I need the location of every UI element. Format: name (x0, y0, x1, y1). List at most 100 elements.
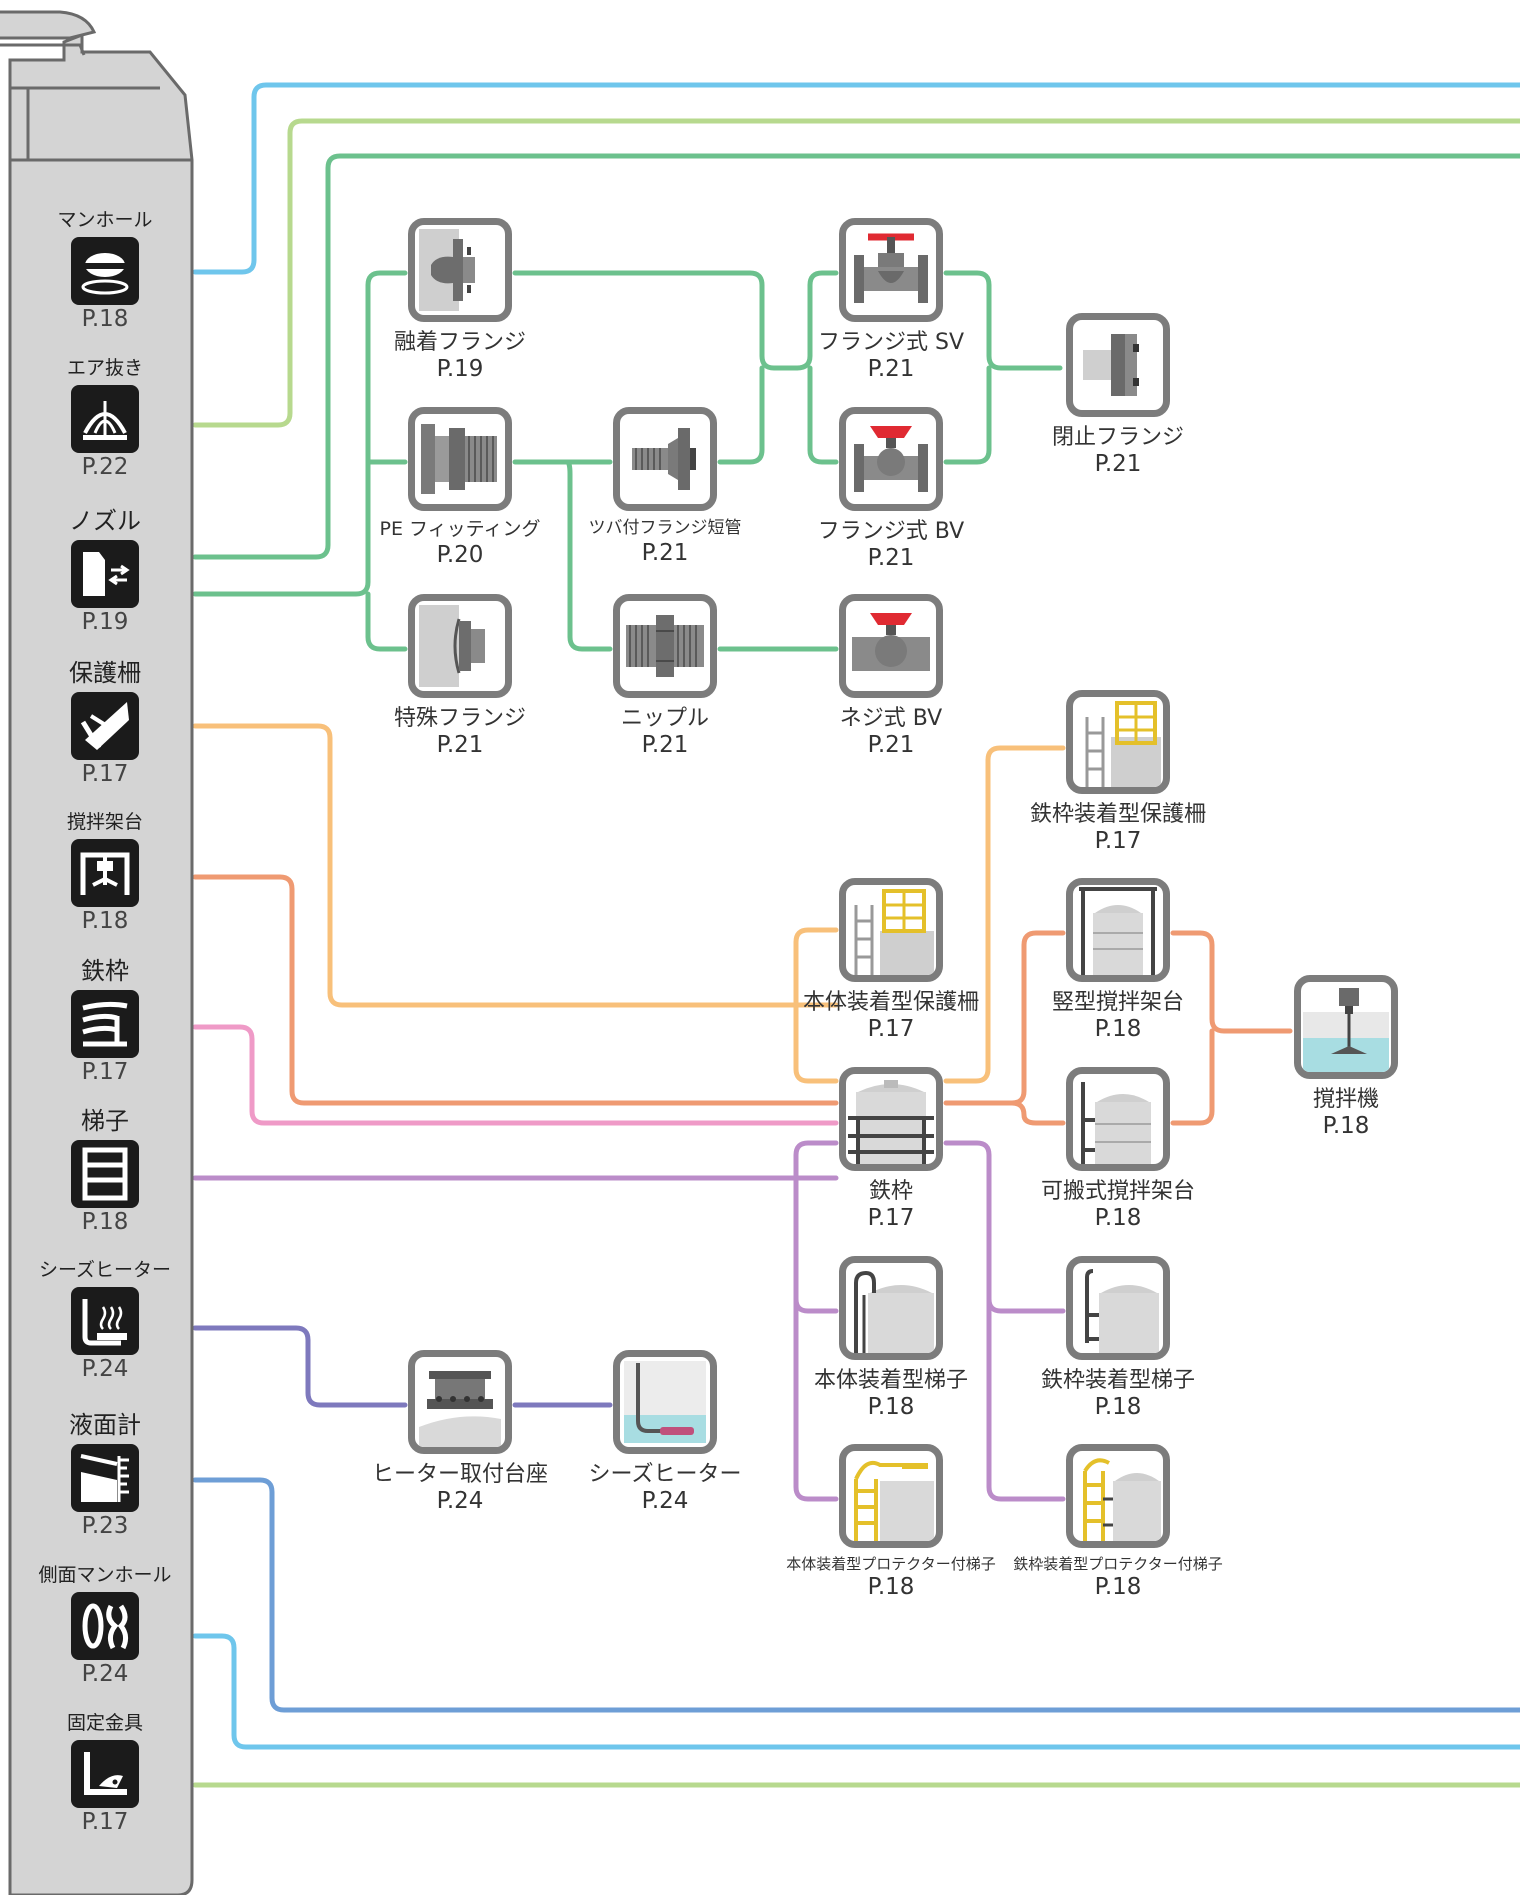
node-label: 閉止フランジ (1051, 425, 1184, 450)
category-page: P.17 (81, 761, 129, 788)
category-mixer-stand[interactable]: 撹拌架台 P.18 (30, 812, 180, 934)
bv-blind-line (943, 365, 992, 465)
nozzle-icon (71, 540, 139, 609)
frame-guard-thumbnail (1066, 690, 1170, 794)
pe-fitting-thumbnail (408, 407, 512, 511)
screw-bv-thumbnail (839, 594, 943, 698)
frame-ladder-thumbnail (1066, 1256, 1170, 1360)
node-page: P.21 (867, 732, 915, 759)
category-label: 鉄枠 (81, 957, 129, 985)
body-prot-ladder-line (793, 1296, 839, 1502)
node-label: PE フィッティング (379, 518, 541, 540)
node-page: P.19 (436, 356, 484, 383)
category-label: マンホール (57, 209, 153, 231)
guard-body-loop-line (793, 927, 839, 1084)
category-air-vent[interactable]: エア抜き P.22 (30, 358, 180, 480)
node-page: P.20 (436, 541, 484, 568)
node-page: P.21 (867, 356, 915, 383)
mixer-stand-line (192, 874, 839, 1106)
node-page: P.24 (641, 1488, 689, 1515)
steel-frame-line (192, 1024, 839, 1126)
category-label: 液面計 (69, 1411, 141, 1439)
sheath-heater-icon (71, 1286, 139, 1355)
node-pe-fitting[interactable]: PE フィッティング P.20 (345, 407, 575, 570)
category-page: P.19 (81, 609, 129, 636)
node-heater-base[interactable]: ヒーター取付台座 P.24 (345, 1350, 575, 1516)
node-body-protector-ladder[interactable]: 本体装着型プロテクター付梯子 P.18 (776, 1444, 1006, 1602)
portable-mixer-line (1170, 1028, 1215, 1126)
category-guard-fence[interactable]: 保護柵 P.17 (30, 660, 180, 788)
node-frame-protector-ladder[interactable]: 鉄枠装着型プロテクター付梯子 P.18 (1003, 1444, 1233, 1602)
manhole-icon (71, 236, 139, 305)
category-label: ノズル (69, 507, 141, 535)
guard-line (192, 723, 839, 1008)
tsuba-flange-pipe-thumbnail (613, 407, 717, 511)
node-page: P.18 (1322, 1113, 1370, 1140)
node-page: P.18 (1094, 1394, 1142, 1421)
nozzle-main-line (192, 153, 1520, 560)
node-label: 鉄枠装着型保護柵 (1029, 802, 1206, 827)
category-label: 固定金具 (66, 1712, 143, 1734)
node-tsuba-flange-pipe[interactable]: ツバ付フランジ短管 P.21 (550, 407, 780, 567)
category-page: P.24 (81, 1660, 129, 1687)
side-manhole-icon (71, 1591, 139, 1660)
node-label: 特殊フランジ (393, 706, 526, 731)
steel-frame-icon (71, 990, 139, 1059)
node-frame-guard[interactable]: 鉄枠装着型保護柵 P.17 (1003, 690, 1233, 856)
node-label: 竪型撹拌架台 (1051, 990, 1184, 1015)
node-flange-sv[interactable]: フランジ式 SV P.21 (776, 218, 1006, 384)
category-sheath-heater[interactable]: シーズヒーター P.24 (30, 1260, 180, 1382)
node-screw-bv[interactable]: ネジ式 BV P.21 (776, 594, 1006, 760)
mixer-thumbnail (1294, 975, 1398, 1079)
body-ladders-line (793, 1140, 839, 1314)
node-vertical-stand[interactable]: 竪型撹拌架台 P.18 (1003, 878, 1233, 1044)
category-label: 保護柵 (69, 659, 141, 687)
node-mixer[interactable]: 撹拌機 P.18 (1231, 975, 1461, 1141)
flange-sv-thumbnail (839, 218, 943, 322)
category-label: 側面マンホール (38, 1564, 172, 1586)
node-nipple[interactable]: ニップル P.21 (550, 594, 780, 760)
fusion-sv-line (512, 270, 800, 371)
category-page: P.23 (81, 1513, 129, 1540)
node-frame-ladder[interactable]: 鉄枠装着型梯子 P.18 (1003, 1256, 1233, 1422)
vertical-stand-thumbnail (1066, 878, 1170, 982)
node-body-guard[interactable]: 本体装着型保護柵 P.17 (776, 878, 1006, 1044)
node-page: P.21 (641, 732, 689, 759)
node-sheath-heater[interactable]: シーズヒーター P.24 (550, 1350, 780, 1516)
category-side-manhole[interactable]: 側面マンホール P.24 (30, 1565, 180, 1687)
steel-frame-thumbnail (839, 1067, 943, 1171)
node-page: P.21 (1094, 451, 1142, 478)
category-label: エア抜き (66, 357, 143, 379)
valves-blind-line (943, 270, 1063, 371)
category-page: P.18 (81, 1209, 129, 1236)
fusion-flange-thumbnail (408, 218, 512, 322)
node-steel-frame[interactable]: 鉄枠 P.17 (776, 1067, 1006, 1233)
tsuba-valves-line (717, 365, 765, 465)
node-body-ladder[interactable]: 本体装着型梯子 P.18 (776, 1256, 1006, 1422)
ladder-icon (71, 1140, 139, 1209)
nozzle-special-line (365, 591, 408, 652)
node-label: ニップル (620, 706, 709, 731)
guard-fence-icon (71, 692, 139, 761)
frame-prot-ladder-line (986, 1296, 1066, 1502)
category-nozzle[interactable]: ノズル P.19 (30, 508, 180, 636)
node-portable-stand[interactable]: 可搬式撹拌架台 P.18 (1003, 1067, 1233, 1233)
node-page: P.18 (1094, 1016, 1142, 1043)
node-label: 本体装着型梯子 (813, 1368, 968, 1393)
side-manhole-line (192, 1633, 1520, 1750)
frame-protector-ladder-thumbnail (1066, 1444, 1170, 1548)
node-blind-flange[interactable]: 閉止フランジ P.21 (1003, 313, 1233, 479)
category-level-gauge[interactable]: 液面計 P.23 (30, 1412, 180, 1540)
category-ladder[interactable]: 梯子 P.18 (30, 1108, 180, 1236)
node-label: 鉄枠装着型プロテクター付梯子 (1013, 1555, 1223, 1573)
category-fixing-bracket[interactable]: 固定金具 P.17 (30, 1713, 180, 1835)
node-special-flange[interactable]: 特殊フランジ P.21 (345, 594, 575, 760)
node-fusion-flange[interactable]: 融着フランジ P.19 (345, 218, 575, 384)
category-label: シーズヒーター (38, 1259, 172, 1281)
category-manhole[interactable]: マンホール P.18 (30, 210, 180, 332)
node-label: 本体装着型保護柵 (802, 990, 979, 1015)
category-steel-frame[interactable]: 鉄枠 P.17 (30, 958, 180, 1086)
node-flange-bv[interactable]: フランジ式 BV P.21 (776, 407, 1006, 573)
body-guard-thumbnail (839, 878, 943, 982)
